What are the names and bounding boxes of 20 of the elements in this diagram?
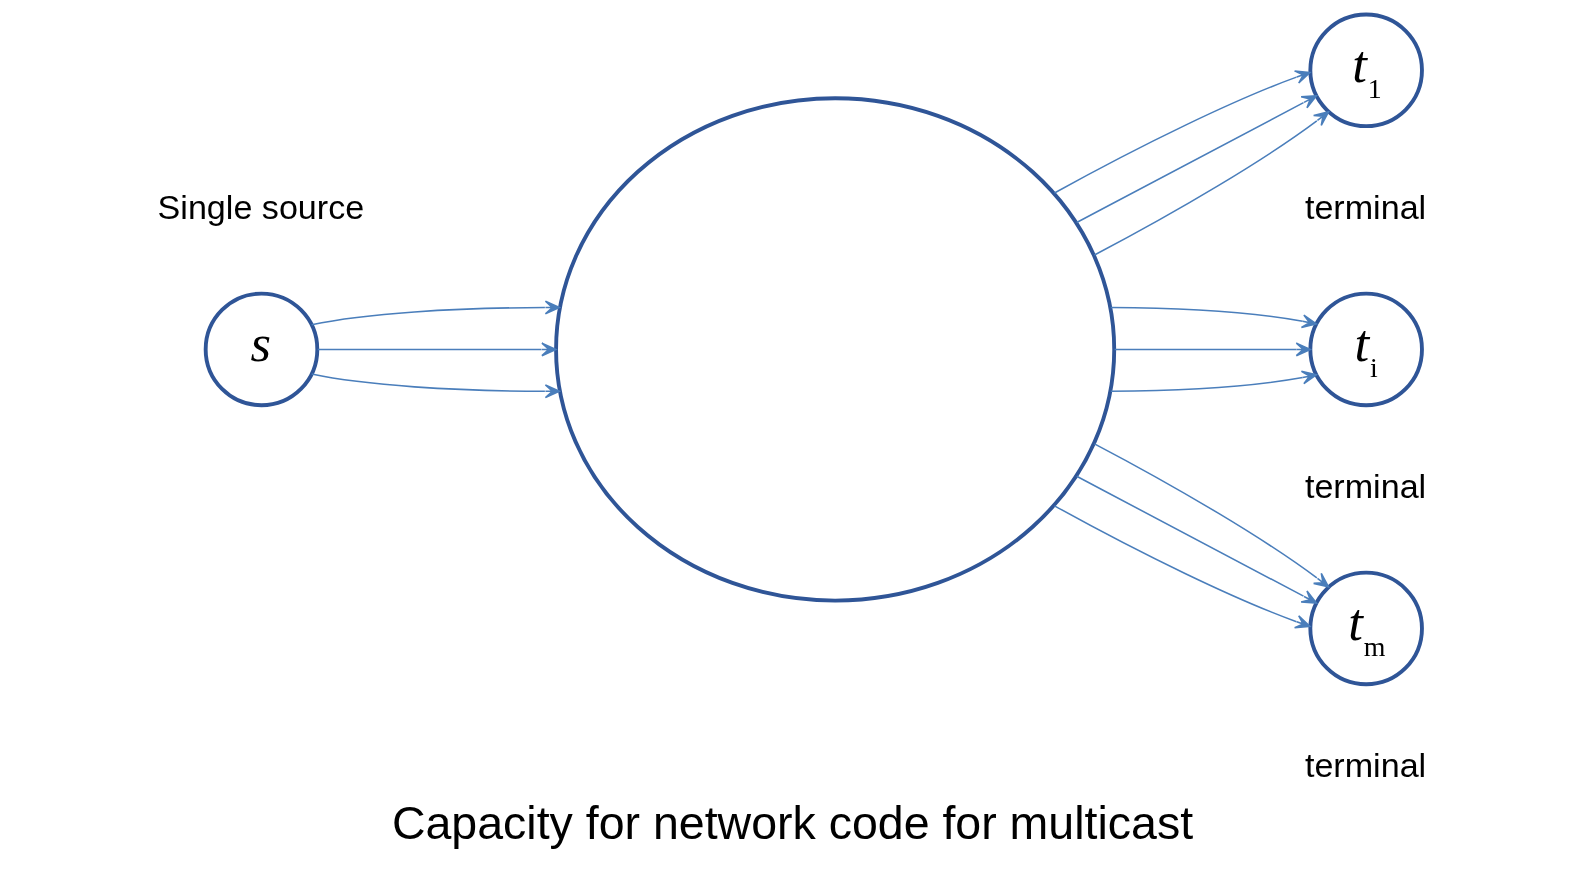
arrow [1109,370,1318,392]
arrow [310,373,561,399]
node-circle: t$_{i}$ [1308,291,1424,408]
arrow [310,300,561,326]
caption: Capacity for network code for multicast [391,797,1194,850]
arrow [1093,443,1330,588]
arrow [316,342,557,357]
arrow [1109,306,1318,329]
arrow [1093,111,1330,256]
node-cloud [554,96,1117,603]
node-label: terminal [1304,745,1427,784]
arrow [1075,475,1318,604]
arrow [1113,342,1312,357]
arrow [1053,505,1311,629]
arrow [1075,95,1318,224]
node-circle: s [203,291,320,408]
node-label: terminal [1304,187,1427,226]
node-label: Single source [157,187,365,226]
arrow [1053,70,1311,194]
node-label: terminal [1304,466,1427,505]
